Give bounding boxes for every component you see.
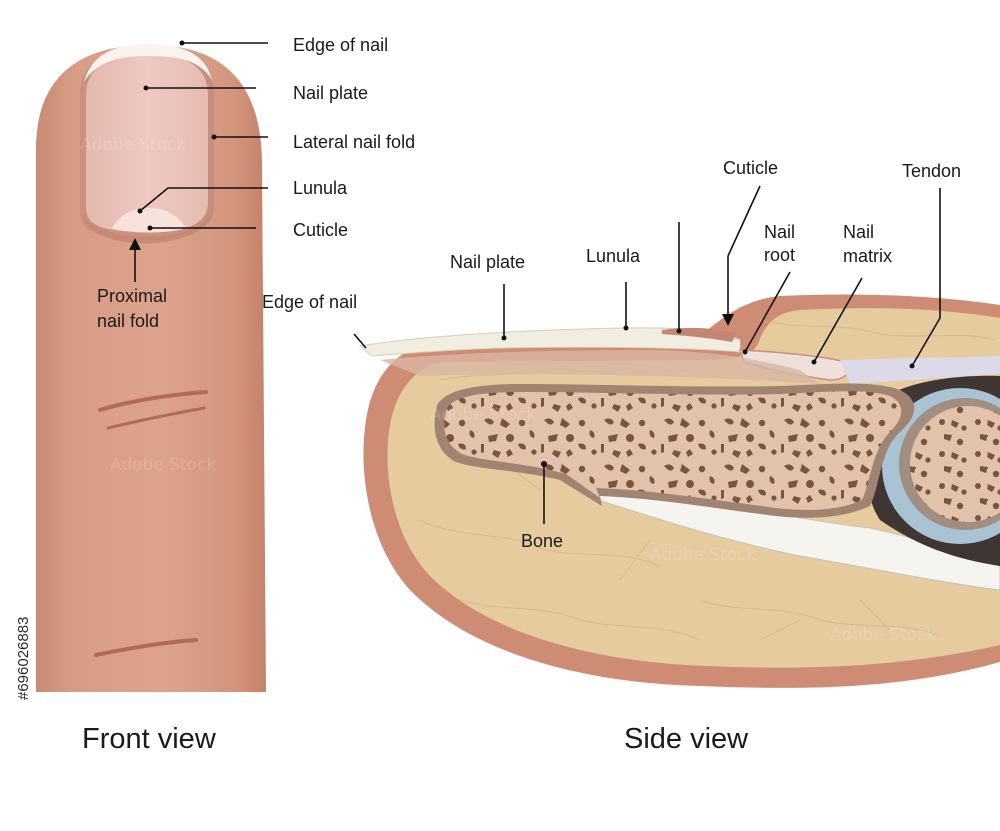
side-label-nail-root-1: Nail	[764, 222, 795, 242]
front-label-proximal-fold-1: Proximal	[97, 286, 167, 306]
side-label-nail-plate: Nail plate	[450, 252, 525, 272]
side-label-edge-of-nail: Edge of nail	[262, 292, 357, 312]
front-label-edge-of-nail: Edge of nail	[293, 35, 388, 55]
front-lunula	[112, 208, 186, 233]
front-crease-1	[98, 390, 208, 412]
side-nail-bed	[380, 350, 820, 384]
svg-text:Adobe Stock: Adobe Stock	[650, 545, 756, 565]
side-view-illustration	[358, 294, 1000, 688]
front-label-proximal-fold-2: nail fold	[97, 311, 159, 331]
side-nail-plate	[358, 327, 741, 357]
side-label-tendon: Tendon	[902, 161, 961, 181]
front-view-caption: Front view	[82, 723, 217, 755]
front-crease-2	[106, 406, 206, 430]
svg-text:Adobe Stock: Adobe Stock	[80, 135, 186, 155]
adobe-stock-watermark: Adobe Stock Adobe Stock Adobe Stock Adob…	[80, 135, 936, 645]
front-view-illustration	[36, 44, 266, 692]
front-crease-3	[94, 638, 198, 657]
front-label-lunula: Lunula	[293, 178, 348, 198]
front-nail-free-edge	[84, 44, 212, 82]
svg-text:Adobe Stock: Adobe Stock	[430, 405, 536, 425]
side-label-cuticle: Cuticle	[723, 158, 778, 178]
side-label-nail-root-2: root	[764, 245, 795, 265]
stock-id-text: #696026883	[15, 617, 32, 700]
side-label-nail-matrix-2: matrix	[843, 246, 892, 266]
side-label-lunula: Lunula	[586, 246, 641, 266]
front-label-cuticle: Cuticle	[293, 220, 348, 240]
front-proximal-fold	[82, 210, 214, 244]
front-label-nail-plate: Nail plate	[293, 83, 368, 103]
svg-text:Adobe Stock: Adobe Stock	[110, 455, 216, 475]
side-label-bone: Bone	[521, 531, 563, 551]
side-tendon	[840, 356, 1000, 384]
side-view-caption: Side view	[624, 723, 749, 755]
side-middle-phalanx	[910, 406, 1000, 522]
side-label-nail-matrix-1: Nail	[843, 222, 874, 242]
side-distal-phalanx	[444, 391, 902, 510]
side-view-leaders	[353, 185, 941, 524]
front-view-leaders	[129, 40, 268, 282]
svg-text:Adobe Stock: Adobe Stock	[830, 625, 936, 645]
front-label-lateral-nail-fold: Lateral nail fold	[293, 132, 415, 152]
